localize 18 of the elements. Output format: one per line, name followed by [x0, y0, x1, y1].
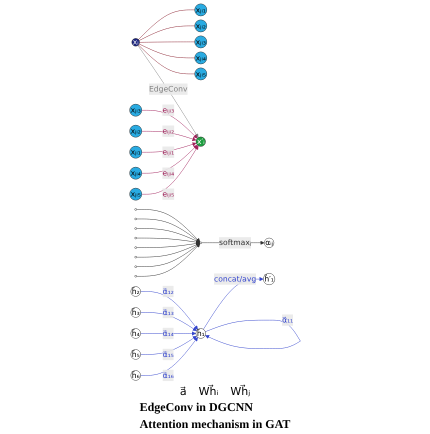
node-circle — [200, 242, 202, 244]
node-circle — [134, 236, 137, 240]
math-label: a⃗ — [180, 385, 187, 398]
node-circle — [134, 208, 137, 211]
node-circle — [134, 246, 137, 249]
caption-text: EdgeConv in DGCNN — [140, 400, 254, 415]
node-circle — [134, 256, 137, 258]
connector — [138, 10, 195, 40]
connector — [138, 44, 195, 74]
connector — [138, 44, 195, 58]
caption-text: Attention mechanism in GAT — [140, 417, 290, 432]
node-circle — [134, 218, 137, 220]
node-circle — [134, 227, 137, 230]
connector — [138, 26, 195, 41]
math-label: Wh⃗ⱼ — [230, 385, 250, 398]
node-circle — [134, 265, 137, 268]
node-circle — [134, 275, 137, 278]
math-label: Wh⃗ᵢ — [198, 385, 218, 398]
